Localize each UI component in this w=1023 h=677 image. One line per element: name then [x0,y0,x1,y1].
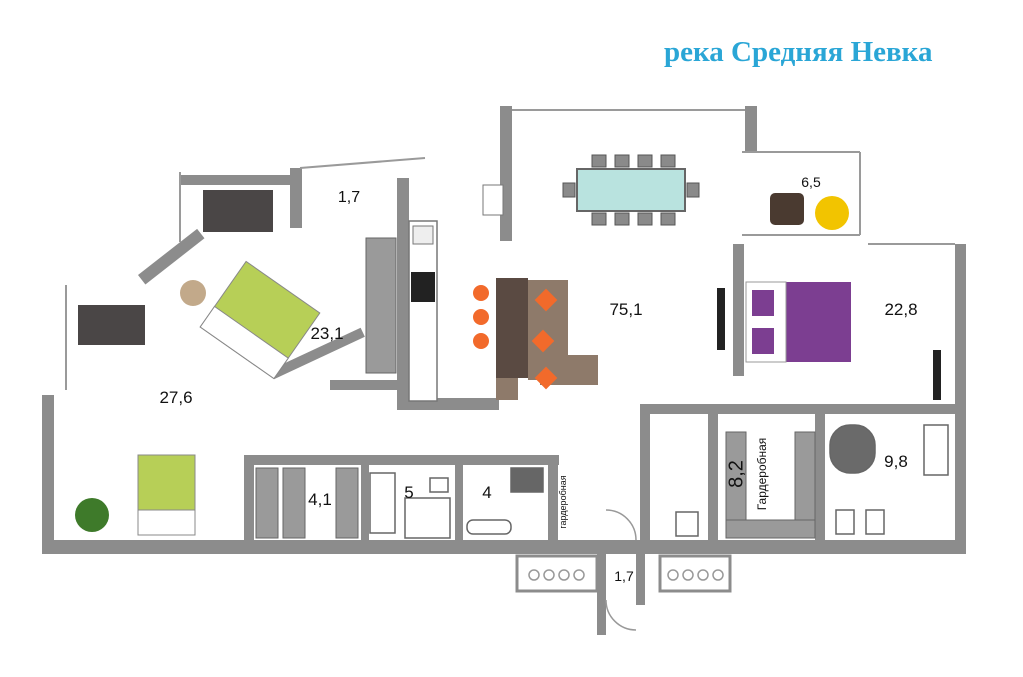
desk-upper [203,190,273,232]
desk-lower [78,305,145,345]
balcony-table [815,196,849,230]
tv-2 [933,350,941,400]
area-closet-41: 4,1 [308,490,332,509]
area-bath-4: 4 [482,483,492,502]
windows [65,109,955,390]
area-bath-right: 9,8 [884,452,908,471]
balcony-chair [770,193,804,225]
closet-big-label: Гардеробная [755,437,769,511]
bath-fixtures [369,424,949,539]
sofa [473,278,598,400]
wardrobes [255,431,816,539]
bottom-balconies [515,509,732,631]
dining-table [562,154,700,226]
area-bedroom-mid: 23,1 [310,324,344,343]
area-bedroom-right: 22,8 [884,300,918,319]
area-corridor-bottom: 1,7 [614,568,634,584]
river-title: река Средняя Невка [664,36,933,68]
area-bedroom-left: 27,6 [159,388,193,407]
bed-green-upper [199,260,321,380]
area-living: 75,1 [609,300,643,319]
closet-small-label: гардеробная [558,475,568,529]
round-table [180,280,206,306]
plant [75,498,109,532]
area-closet-big: 8,2 [725,460,748,488]
walls [42,106,966,635]
kitchen [365,184,504,402]
area-bath-5: 5 [404,483,414,502]
bed-purple [745,281,851,363]
bed-green-lower [137,454,196,536]
area-balcony: 6,5 [801,174,821,190]
area-corridor-top: 1,7 [337,189,361,206]
tv [717,288,725,350]
